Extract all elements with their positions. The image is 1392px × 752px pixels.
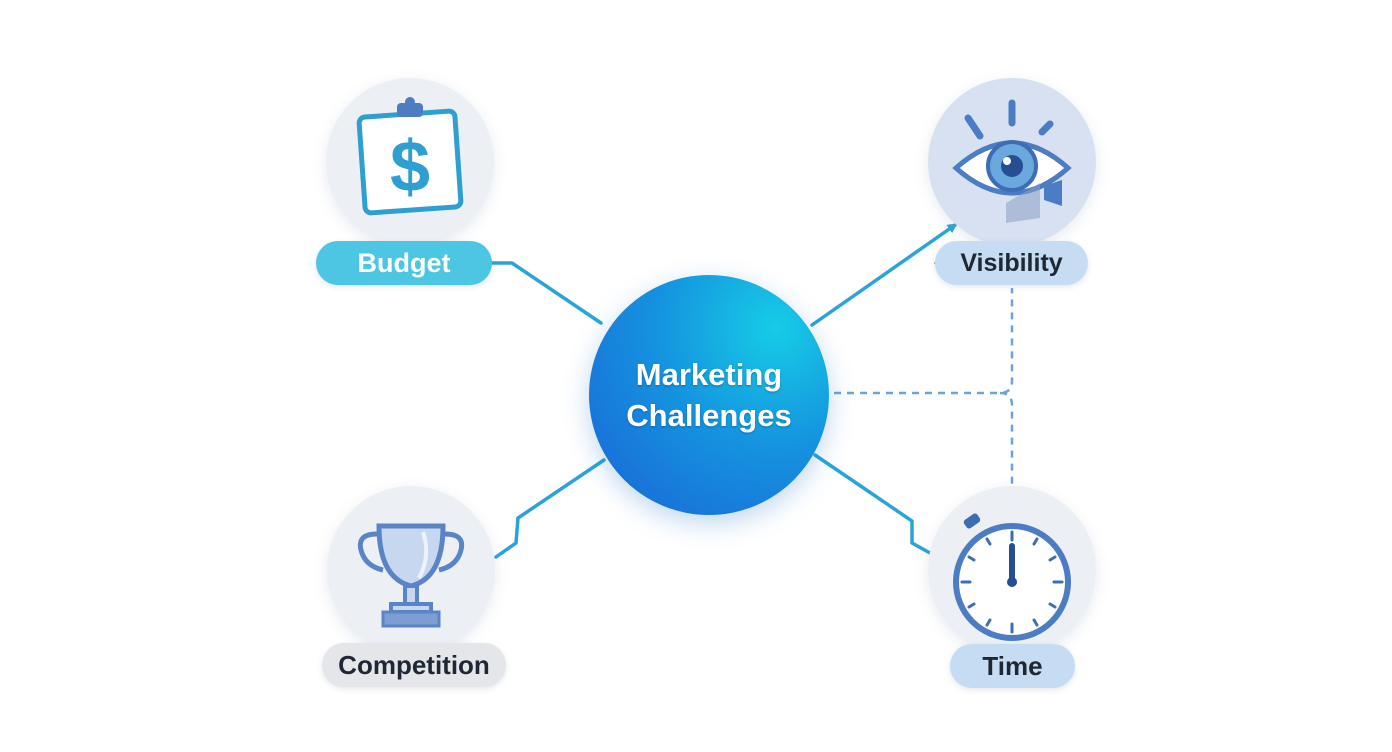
dollar-clipboard-icon: $ bbox=[356, 97, 464, 216]
center-label: Marketing Challenges bbox=[626, 357, 792, 433]
competition-label: Competition bbox=[338, 649, 490, 680]
center-hub: Marketing Challenges bbox=[589, 275, 829, 515]
budget-label: Budget bbox=[357, 247, 451, 278]
budget-label-pill: Budget bbox=[316, 241, 492, 285]
connector-budget bbox=[490, 261, 603, 325]
stopwatch-icon bbox=[953, 513, 1071, 641]
competition-icon-circle bbox=[327, 486, 495, 654]
time-label-pill: Time bbox=[950, 644, 1075, 688]
dashed-link-time bbox=[999, 391, 1014, 486]
budget-icon-circle: $ bbox=[326, 78, 494, 246]
visibility-icon-circle bbox=[928, 78, 1096, 246]
dashed-link-center bbox=[834, 288, 1014, 395]
competition-label-pill: Competition bbox=[322, 643, 506, 687]
visibility-label: Visibility bbox=[960, 248, 1063, 277]
connector-visibility bbox=[810, 223, 958, 327]
eye-icon bbox=[952, 99, 1072, 223]
connector-competition bbox=[494, 458, 606, 559]
connector-time bbox=[813, 453, 932, 555]
time-label: Time bbox=[982, 650, 1043, 681]
time-icon-circle bbox=[928, 486, 1096, 654]
svg-text:$: $ bbox=[390, 127, 430, 207]
visibility-label-pill: Visibility bbox=[935, 241, 1088, 285]
trophy-icon bbox=[357, 523, 465, 628]
